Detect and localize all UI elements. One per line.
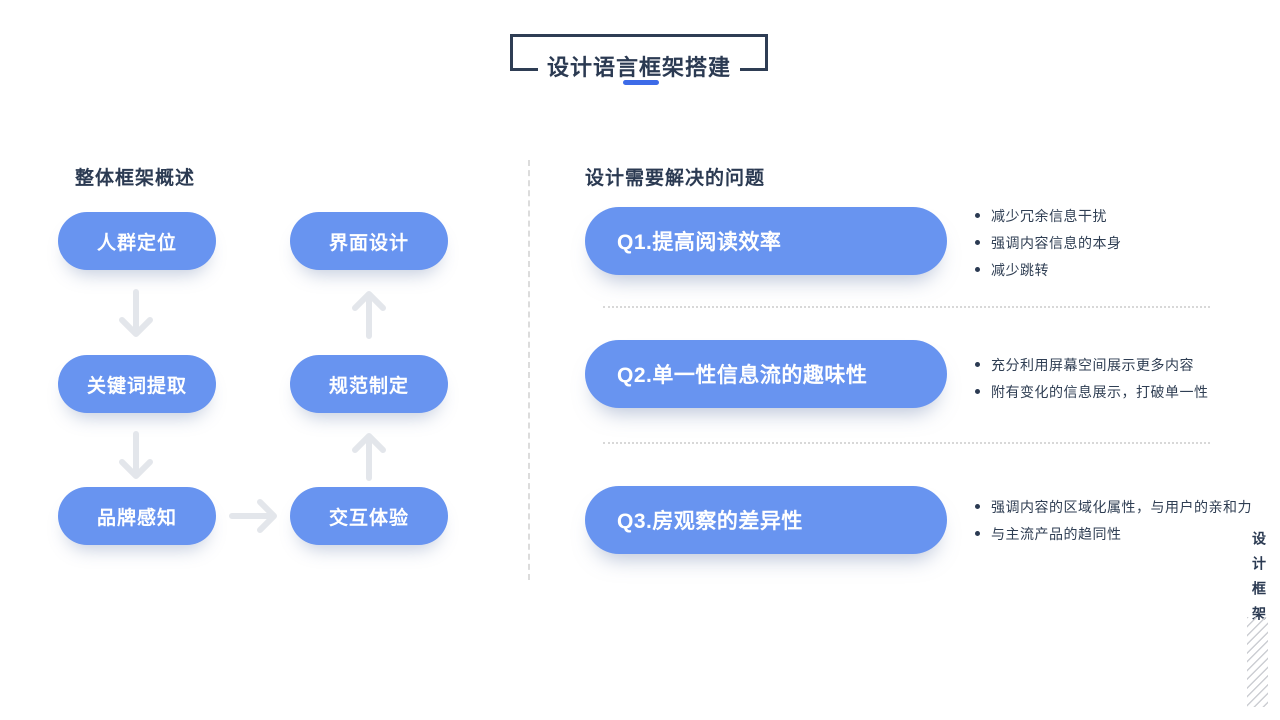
- title-bracket-stub-left: [510, 68, 538, 71]
- arrow-right-icon: [229, 499, 277, 533]
- bullet-icon: [975, 213, 980, 218]
- bullet-icon: [975, 389, 980, 394]
- question-points-q3: 强调内容的区域化属性，与用户的亲和力 与主流产品的趋同性: [975, 493, 1252, 547]
- flow-node-interaction: 交互体验: [290, 487, 448, 545]
- bullet-icon: [975, 240, 980, 245]
- vertical-dashed-divider: [528, 160, 530, 580]
- list-item: 与主流产品的趋同性: [975, 520, 1252, 547]
- bullet-label: 与主流产品的趋同性: [991, 525, 1122, 542]
- bullet-icon: [975, 504, 980, 509]
- question-pill-q1: Q1.提高阅读效率: [585, 207, 947, 275]
- page-title: 设计语言框架搭建: [546, 55, 731, 80]
- question-pill-q2: Q2.单一性信息流的趣味性: [585, 340, 947, 408]
- list-item: 附有变化的信息展示，打破单一性: [975, 378, 1209, 405]
- title-bracket-stub-right: [740, 68, 768, 71]
- side-label: 设计框架: [1251, 531, 1267, 631]
- bullet-label: 强调内容的区域化属性，与用户的亲和力: [991, 498, 1252, 515]
- flow-node-audience: 人群定位: [58, 212, 216, 270]
- bullet-label: 强调内容信息的本身: [991, 234, 1122, 251]
- hatch-decoration: [1247, 617, 1268, 707]
- problems-heading: 设计需要解决的问题: [585, 168, 766, 189]
- arrow-down-icon: [119, 431, 153, 479]
- bullet-label: 附有变化的信息展示，打破单一性: [991, 383, 1209, 400]
- bullet-label: 减少冗余信息干扰: [991, 207, 1107, 224]
- bullet-icon: [975, 267, 980, 272]
- arrow-up-icon: [352, 433, 386, 481]
- list-item: 充分利用屏幕空间展示更多内容: [975, 351, 1209, 378]
- horizontal-dotted-divider: [603, 306, 1210, 308]
- title-bracket: [510, 34, 768, 71]
- arrow-down-icon: [119, 289, 153, 337]
- overview-heading: 整体框架概述: [75, 168, 196, 189]
- arrow-up-icon: [352, 291, 386, 339]
- bullet-icon: [975, 362, 980, 367]
- flow-node-spec: 规范制定: [290, 355, 448, 413]
- list-item: 减少冗余信息干扰: [975, 202, 1122, 229]
- question-points-q1: 减少冗余信息干扰 强调内容信息的本身 减少跳转: [975, 202, 1122, 283]
- question-points-q2: 充分利用屏幕空间展示更多内容 附有变化的信息展示，打破单一性: [975, 351, 1209, 405]
- list-item: 减少跳转: [975, 256, 1122, 283]
- title-underline: [623, 80, 659, 85]
- list-item: 强调内容的区域化属性，与用户的亲和力: [975, 493, 1252, 520]
- flow-node-ui-design: 界面设计: [290, 212, 448, 270]
- horizontal-dotted-divider: [603, 442, 1210, 444]
- bullet-label: 充分利用屏幕空间展示更多内容: [991, 356, 1194, 373]
- bullet-label: 减少跳转: [991, 261, 1049, 278]
- list-item: 强调内容信息的本身: [975, 229, 1122, 256]
- bullet-icon: [975, 531, 980, 536]
- question-pill-q3: Q3.房观察的差异性: [585, 486, 947, 554]
- flow-node-keywords: 关键词提取: [58, 355, 216, 413]
- flow-node-brand: 品牌感知: [58, 487, 216, 545]
